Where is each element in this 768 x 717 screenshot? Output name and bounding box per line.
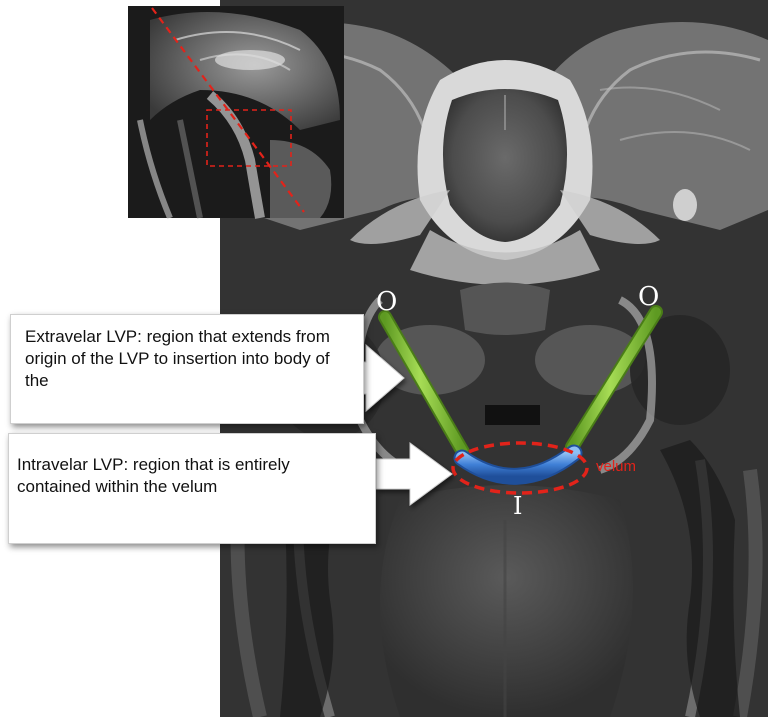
- sagittal-inset-image: [128, 6, 344, 218]
- origin-left-label: O: [376, 287, 397, 317]
- insertion-label: I: [513, 492, 522, 520]
- velum-label: velum: [596, 458, 636, 475]
- origin-right-label: O: [638, 282, 659, 312]
- extravelar-callout-text: Extravelar LVP: region that extends from…: [25, 326, 353, 392]
- intravelar-callout: Intravelar LVP: region that is entirely …: [8, 433, 376, 544]
- extravelar-callout: Extravelar LVP: region that extends from…: [10, 314, 364, 424]
- intravelar-callout-text: Intravelar LVP: region that is entirely …: [17, 454, 367, 498]
